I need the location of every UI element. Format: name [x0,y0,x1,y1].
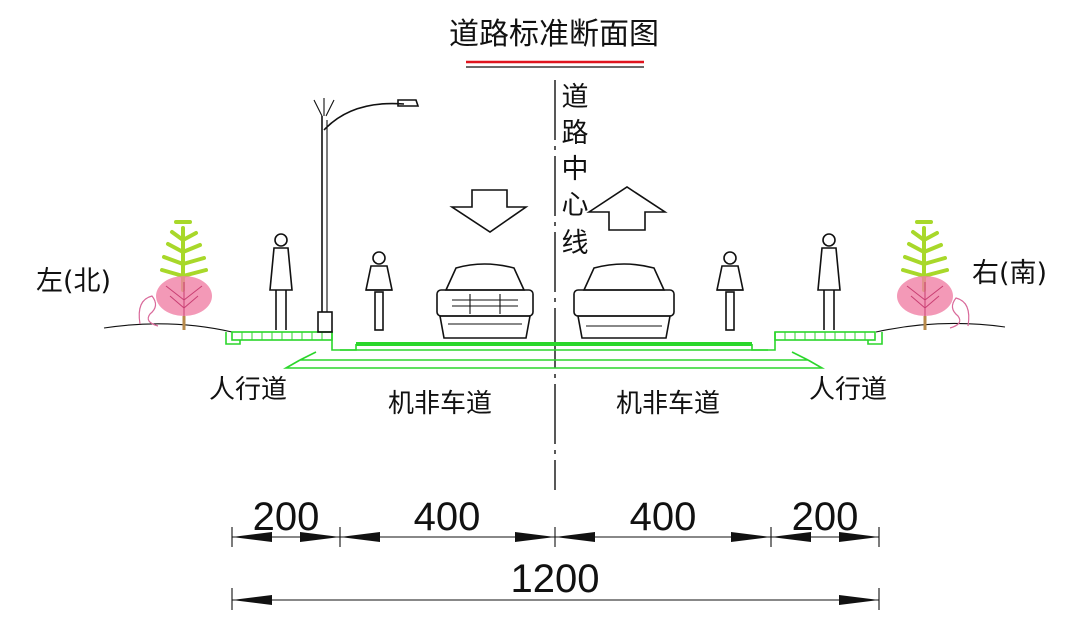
right-ground-line [875,322,1006,333]
right-tree [897,220,970,330]
center-line-char: 中 [562,154,589,185]
dimension-arrowhead [771,532,811,542]
right-curb [867,332,883,345]
left-tree [138,220,212,330]
down-direction-arrow [449,189,529,233]
dimension-right-sidewalk: 200 [792,495,859,539]
dimension-arrowhead [839,595,879,605]
left-cyclist-icon [365,251,393,331]
dimension-left-sidewalk: 200 [253,495,320,539]
center-line-char: 线 [562,228,589,259]
dimension-arrowhead [515,532,555,542]
left-side-label: 左(北) [36,266,111,297]
left-curb [225,332,241,345]
dimension-arrowhead [300,532,340,542]
dimension-arrowhead [839,532,879,542]
center-line-label: 道 路 中 心 线 [562,82,589,259]
street-lamp-base [317,311,333,333]
right-pedestrian-icon [817,233,841,330]
dimension-arrowhead [555,532,595,542]
left-tree-foliage [160,220,208,292]
dimension-arrowhead [340,532,380,542]
dimension-right-lane: 400 [630,495,697,539]
dimension-arrowhead [232,595,272,605]
left-shrub [138,295,159,327]
total-dimension-line [231,588,880,610]
center-line-char: 道 [562,82,589,113]
right-side-label: 右(南) [972,258,1047,289]
carriageway-base-layer [299,351,809,361]
right-car-rear-view [573,263,675,339]
right-sidewalk-tiles [784,332,866,340]
left-car-front-view [436,263,534,339]
street-lamp [313,98,420,333]
left-ground-line [103,323,233,333]
right-cyclist-icon [716,251,744,331]
street-lamp-arm [323,102,405,131]
right-shrub [949,297,970,329]
left-sidewalk-label: 人行道 [209,375,287,405]
center-line-char: 心 [562,190,589,221]
dimension-left-lane: 400 [414,495,481,539]
dimension-total: 1200 [511,557,600,601]
left-sidewalk-tiles [241,332,323,340]
right-sidewalk-label: 人行道 [809,375,887,405]
right-tree-foliage [901,220,949,292]
road-pavement-structure [225,331,883,369]
left-curb-stone [331,332,357,351]
drawing-title: 道路标准断面图 [449,17,659,52]
dimension-arrowhead [731,532,771,542]
right-lane-label: 机非车道 [616,389,720,419]
up-direction-arrow [586,186,668,231]
segment-dimension-line [231,527,880,547]
center-line-char: 路 [562,118,589,149]
street-lamp-top-spikes [313,98,335,117]
left-lane-label: 机非车道 [388,389,492,419]
right-tree-branches [906,282,944,316]
street-lamp-head [397,99,420,107]
right-curb-stone [751,332,776,351]
dimension-arrowhead [232,532,272,542]
left-pedestrian-icon [269,233,293,330]
left-tree-branches [165,282,203,316]
carriageway-subbase-layer [282,359,826,369]
